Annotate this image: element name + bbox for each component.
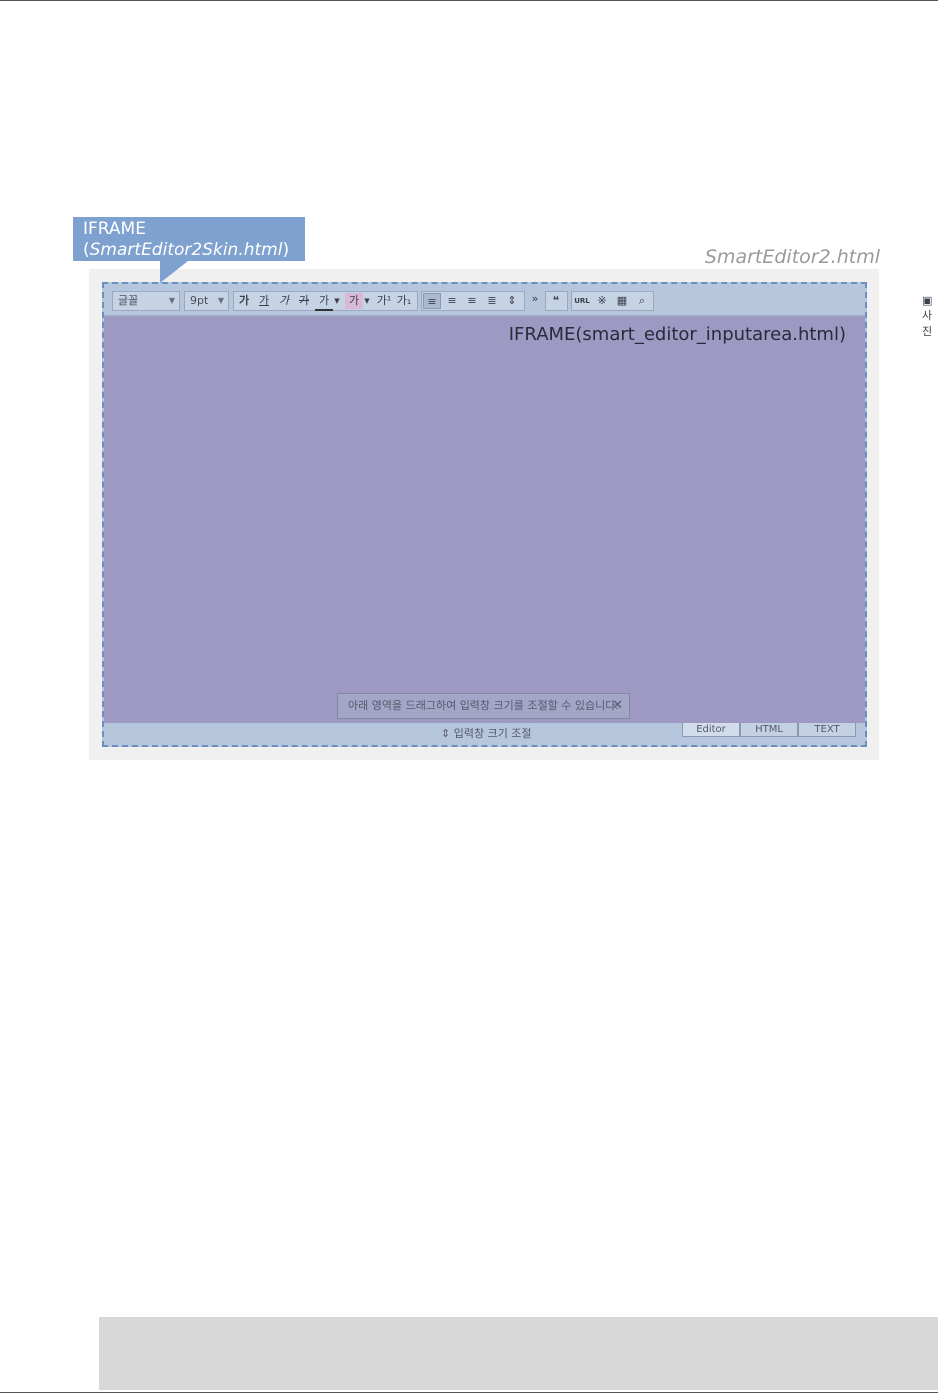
photo-button[interactable]: ▣ 사진 [922,294,932,339]
callout-open-paren: ( [83,240,90,260]
font-size-label: 9pt [190,294,209,307]
chevron-down-icon: ▼ [217,296,224,305]
search-icon[interactable]: ⌕ [638,294,646,307]
callout-file: SmartEditor2Skin.html [89,240,283,260]
camera-icon: ▣ [922,294,933,307]
chevron-down-icon: ▼ [168,296,175,305]
input-area-iframe[interactable]: IFRAME(smart_editor_inputarea.html) 아래 영… [104,316,865,723]
resize-handle[interactable]: ⇕ 입력창 크기 조절 [441,727,532,740]
input-area-label: IFRAME(smart_editor_inputarea.html) [508,324,846,345]
chevron-down-icon[interactable]: ▼ [364,297,370,305]
underline-button[interactable]: 가 [258,294,270,307]
smarteditor2-file-label: SmartEditor2.html [704,246,880,268]
callout-pointer [160,261,188,283]
insert-group: URL ※ ▦ ⌕ [571,291,654,311]
font-family-select[interactable]: 글꼴 ▼ [112,291,180,311]
editor-toolbar: 글꼴 ▼ 9pt ▼ 가 가 가 가 가 ▼ 가 ▼ 가¹ 가₁ ≡ ≡ ≡ ≣… [104,285,932,338]
text-style-group: 가 가 가 가 가 ▼ 가 ▼ 가¹ 가₁ [233,291,418,311]
more-icon[interactable]: » [531,292,539,305]
quote-group: ❝ [545,291,568,311]
tab-html[interactable]: HTML [740,723,798,737]
mode-tabs: Editor HTML TEXT [682,723,856,737]
chevron-down-icon[interactable]: ▼ [334,297,340,305]
editor-statusbar: ⇕ 입력창 크기 조절 Editor HTML TEXT [104,723,865,745]
close-icon[interactable]: ✕ [612,698,623,713]
align-center-icon[interactable]: ≡ [447,294,457,307]
subscript-button[interactable]: 가₁ [396,294,412,307]
background-color-button[interactable]: 가 [345,293,363,309]
italic-button[interactable]: 가 [278,294,290,307]
align-group: ≡ ≡ ≡ ≣ ⇕ [421,291,525,311]
font-color-button[interactable]: 가 [315,293,333,311]
bold-button[interactable]: 가 [238,294,250,307]
font-size-select[interactable]: 9pt ▼ [184,291,229,311]
line-height-icon[interactable]: ⇕ [507,294,517,307]
callout-title: IFRAME [83,219,146,239]
bottom-rule [0,1392,938,1393]
strikethrough-button[interactable]: 가 [298,294,310,307]
callout-subtitle: (SmartEditor2Skin.html) [83,240,305,261]
top-rule [0,0,938,1]
table-icon[interactable]: ▦ [616,294,628,307]
align-right-icon[interactable]: ≡ [467,294,477,307]
resize-tip: 아래 영역을 드래그하여 입력창 크기를 조절할 수 있습니다. ✕ [337,693,630,719]
tab-text[interactable]: TEXT [798,723,856,737]
quote-button[interactable]: ❝ [552,294,560,307]
superscript-button[interactable]: 가¹ [376,294,392,307]
tab-editor[interactable]: Editor [682,723,740,737]
align-left-icon[interactable]: ≡ [423,293,441,309]
font-family-label: 글꼴 [118,294,139,307]
skin-iframe-callout: IFRAME (SmartEditor2Skin.html) [73,217,305,261]
callout-close-paren: ) [282,240,290,260]
url-button[interactable]: URL [574,297,590,305]
photo-label: 사진 [922,309,933,338]
special-char-icon[interactable]: ※ [597,294,607,307]
align-justify-icon[interactable]: ≣ [487,294,497,307]
resize-tip-text: 아래 영역을 드래그하여 입력창 크기를 조절할 수 있습니다. [348,699,619,712]
footer-band [99,1317,938,1390]
